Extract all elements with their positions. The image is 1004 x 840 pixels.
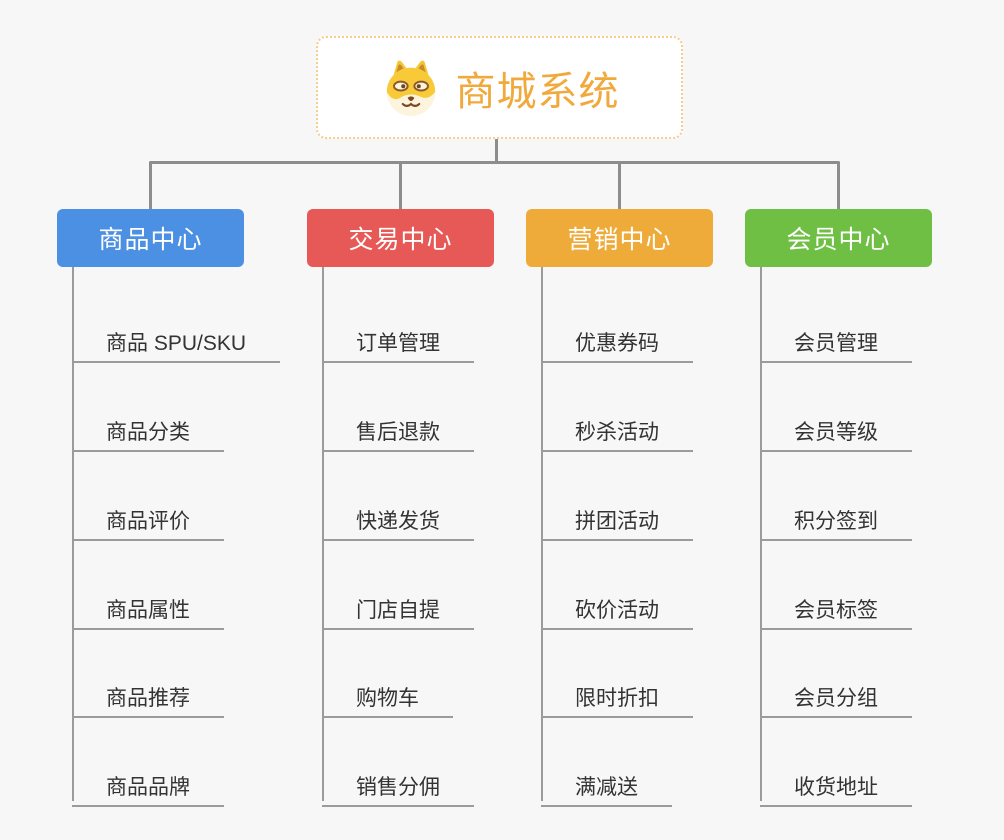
leaf-topic-label: 会员分组 — [794, 686, 878, 710]
leaf-topic[interactable]: 商品品牌 — [72, 761, 224, 807]
leaf-topic[interactable]: 砍价活动 — [541, 584, 693, 630]
leaf-topic-label: 商品品牌 — [106, 775, 190, 799]
leaf-topic[interactable]: 会员分组 — [760, 672, 912, 718]
leaf-topic-label: 商品推荐 — [106, 686, 190, 710]
leaf-topic[interactable]: 快递发货 — [322, 495, 474, 541]
leaf-topic[interactable]: 优惠券码 — [541, 317, 693, 363]
dog-face-icon — [386, 60, 435, 116]
leaf-topic[interactable]: 商品 SPU/SKU — [72, 317, 281, 363]
spine-member-center — [760, 267, 762, 801]
leaf-topic[interactable]: 会员管理 — [760, 317, 912, 363]
leaf-topic-label: 订单管理 — [356, 331, 440, 355]
leaf-topic-label: 商品属性 — [106, 598, 190, 622]
spine-trade-center — [322, 267, 324, 801]
leaf-topic[interactable]: 商品推荐 — [72, 672, 224, 718]
leaf-topic-label: 商品评价 — [106, 509, 190, 533]
leaf-topic[interactable]: 商品分类 — [72, 406, 224, 452]
branch-bus-line — [149, 161, 840, 164]
leaf-topic-label: 快递发货 — [356, 509, 440, 533]
leaf-topic[interactable]: 售后退款 — [322, 406, 474, 452]
root-node[interactable]: 商城系统 — [316, 36, 683, 139]
leaf-topic[interactable]: 订单管理 — [322, 317, 474, 363]
leaf-topic-label: 积分签到 — [794, 509, 878, 533]
leaf-topic-label: 销售分佣 — [356, 775, 440, 799]
leaf-topic[interactable]: 购物车 — [322, 672, 453, 718]
branch-header-marketing-center[interactable]: 营销中心 — [526, 209, 713, 267]
branch-header-product-center[interactable]: 商品中心 — [57, 209, 244, 267]
leaf-topic[interactable]: 商品属性 — [72, 584, 224, 630]
leaf-topic-label: 售后退款 — [356, 420, 440, 444]
connector-product-center — [149, 162, 152, 209]
leaf-topic-label: 限时折扣 — [575, 686, 659, 710]
connector-trade-center — [399, 162, 402, 209]
leaf-topic-label: 满减送 — [575, 775, 638, 799]
spine-marketing-center — [541, 267, 543, 801]
leaf-topic[interactable]: 商品评价 — [72, 495, 224, 541]
leaf-topic-label: 门店自提 — [356, 598, 440, 622]
branch-header-member-center[interactable]: 会员中心 — [745, 209, 932, 267]
leaf-topic-label: 收货地址 — [794, 775, 878, 799]
leaf-topic[interactable]: 拼团活动 — [541, 495, 693, 541]
leaf-topic[interactable]: 满减送 — [541, 761, 672, 807]
leaf-topic[interactable]: 销售分佣 — [322, 761, 474, 807]
leaf-topic[interactable]: 积分签到 — [760, 495, 912, 541]
leaf-topic-label: 会员标签 — [794, 598, 878, 622]
leaf-topic[interactable]: 限时折扣 — [541, 672, 693, 718]
leaf-topic-label: 优惠券码 — [575, 331, 659, 355]
leaf-topic-label: 秒杀活动 — [575, 420, 659, 444]
leaf-topic-label: 拼团活动 — [575, 509, 659, 533]
leaf-topic[interactable]: 会员标签 — [760, 584, 912, 630]
root-stem-line — [495, 138, 498, 164]
branch-header-trade-center[interactable]: 交易中心 — [307, 209, 494, 267]
connector-marketing-center — [618, 162, 621, 209]
leaf-topic[interactable]: 收货地址 — [760, 761, 912, 807]
leaf-topic-label: 会员管理 — [794, 331, 878, 355]
leaf-topic[interactable]: 门店自提 — [322, 584, 474, 630]
spine-product-center — [72, 267, 74, 801]
leaf-topic-label: 会员等级 — [794, 420, 878, 444]
connector-member-center — [837, 162, 840, 209]
leaf-topic-label: 购物车 — [356, 686, 419, 710]
root-title: 商城系统 — [455, 69, 620, 114]
leaf-topic-label: 砍价活动 — [575, 598, 659, 622]
leaf-topic[interactable]: 会员等级 — [760, 406, 912, 452]
leaf-topic[interactable]: 秒杀活动 — [541, 406, 693, 452]
leaf-topic-label: 商品 SPU/SKU — [106, 331, 247, 355]
leaf-topic-label: 商品分类 — [106, 420, 190, 444]
